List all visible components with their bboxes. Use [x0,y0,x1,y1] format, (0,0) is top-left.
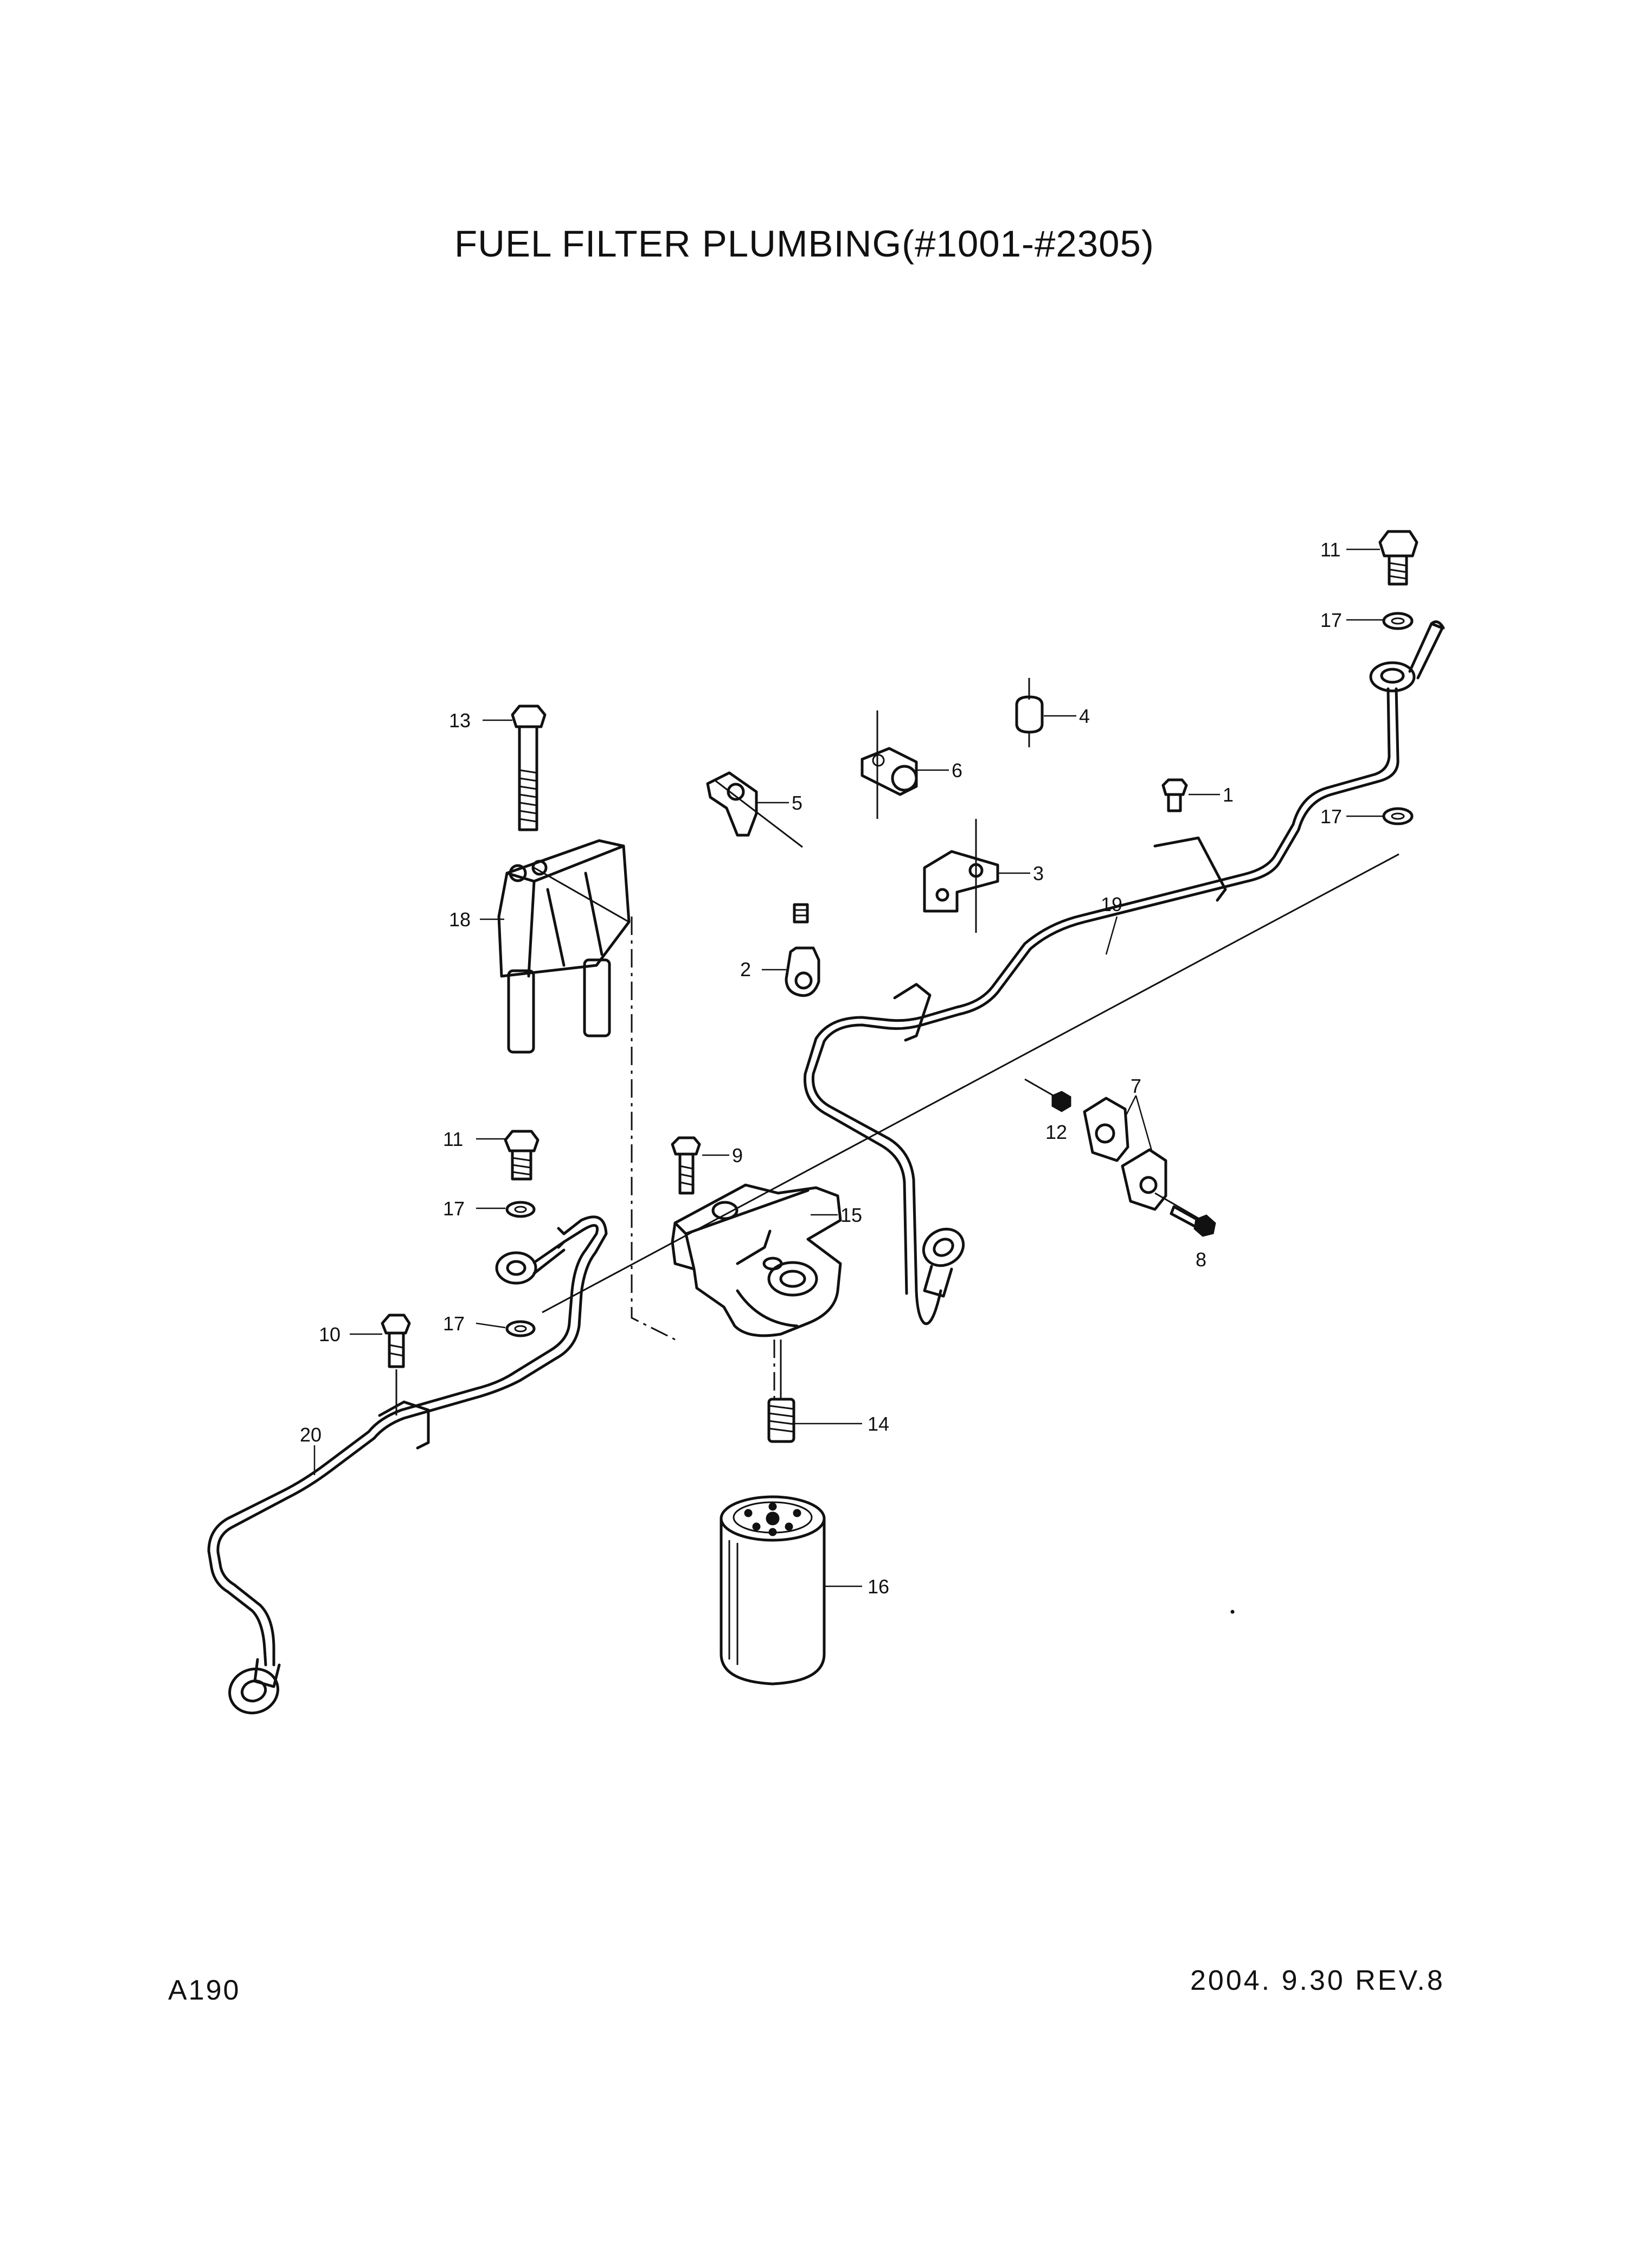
washer-17-left-b [505,1320,536,1337]
frame-reference-line [542,853,1399,1314]
callout-13: 13 [449,709,471,732]
callout-11-left: 11 [443,1128,463,1150]
banjo-bolt-11-left [504,1130,540,1181]
bolt-8 [1154,1192,1216,1237]
page-title: FUEL FILTER PLUMBING(#1001-#2305) [454,223,1154,265]
callout-3: 3 [1033,862,1044,885]
callout-7: 7 [1131,1075,1141,1097]
callout-14: 14 [868,1413,889,1435]
callout-4: 4 [1079,705,1090,727]
callout-15: 15 [840,1204,862,1226]
callout-leaders [313,548,1383,1587]
callout-17-top: 17 [1320,609,1342,631]
clamp-7 [1083,1095,1167,1211]
bolt-1 [1161,778,1188,812]
nipple-14 [767,1340,795,1443]
callout-17-right: 17 [1320,805,1342,828]
fuel-pipe-19 [803,620,1445,1325]
bracket-3 [923,819,999,933]
callout-18: 18 [449,908,471,931]
washer-17-left-a [505,1201,536,1218]
clamp-6 [861,710,918,819]
centerline-bolt-13 [631,917,676,1341]
callout-labels: 1 2 3 4 5 6 7 8 9 10 11 11 12 13 14 15 1… [300,539,1342,1598]
fitting-2 [785,903,820,997]
filter-head-15 [671,1183,842,1337]
grommet-4 [1015,678,1044,747]
fuel-pipe-20 [207,1215,608,1715]
callout-9: 9 [732,1144,743,1167]
callout-2: 2 [740,958,751,981]
revision-date: 2004. 9.30 REV.8 [1190,1965,1445,1996]
callout-20: 20 [300,1424,322,1446]
filter-cartridge-16 [720,1495,826,1686]
stray-mark [1230,1610,1235,1614]
callout-17-left-b: 17 [443,1312,465,1335]
callout-10: 10 [319,1323,341,1346]
callout-17-left-a: 17 [443,1197,465,1220]
mounting-bracket-18 [497,839,631,1054]
callout-19: 19 [1101,893,1122,915]
callout-5: 5 [792,792,802,814]
bolt-9 [671,1136,701,1195]
page-code: A190 [168,1975,241,2006]
long-bolt-13 [511,704,547,831]
callout-12: 12 [1045,1121,1067,1143]
callout-6: 6 [952,759,962,781]
bolt-10 [381,1314,411,1415]
clip-5 [706,771,803,848]
callout-11-top: 11 [1320,539,1340,561]
nut-12 [1024,1078,1071,1112]
washer-17-top [1382,612,1414,630]
banjo-bolt-11-top [1378,530,1418,586]
callout-8: 8 [1196,1248,1206,1271]
callout-16: 16 [868,1575,889,1598]
washer-17-right [1382,807,1414,825]
callout-1: 1 [1223,784,1234,806]
